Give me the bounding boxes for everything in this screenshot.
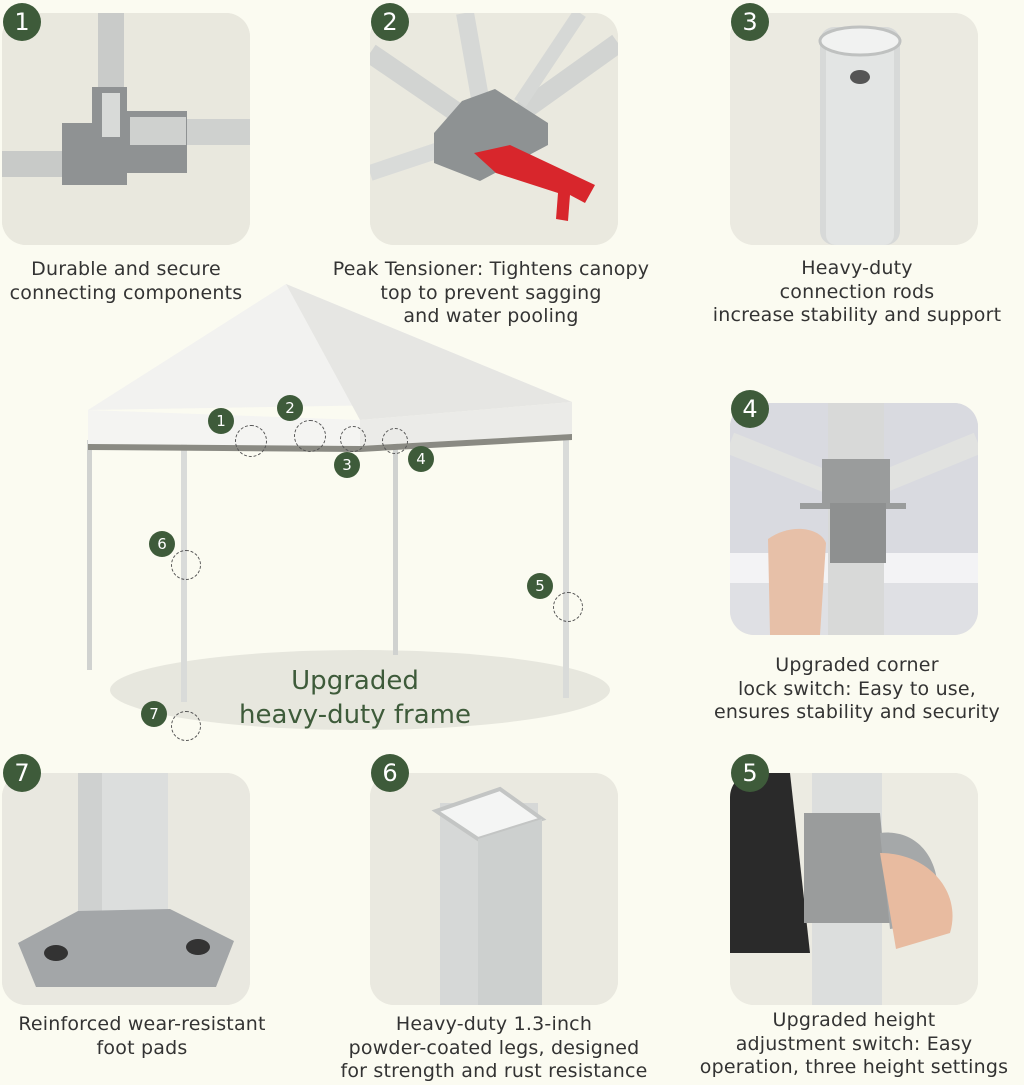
detail-photo-corner-lock	[730, 403, 978, 635]
hotspot-2[interactable]	[294, 420, 326, 452]
badge-7: 7	[3, 754, 41, 792]
detail-photo-height-switch	[730, 773, 978, 1005]
marker-5[interactable]: 5	[527, 573, 553, 599]
marker-3[interactable]: 3	[334, 452, 360, 478]
badge-5: 5	[731, 754, 769, 792]
hotspot-6[interactable]	[171, 550, 201, 580]
detail-photo-connectors	[2, 13, 250, 245]
caption-7: Reinforced wear-resistant foot pads	[18, 1013, 266, 1059]
marker-2[interactable]: 2	[277, 395, 303, 421]
detail-photo-foot-pad	[2, 773, 250, 1005]
hotspot-5[interactable]	[553, 592, 583, 622]
hotspot-3[interactable]	[340, 426, 366, 452]
canopy-illustration	[60, 280, 620, 740]
caption-1: Durable and secure connecting components	[9, 258, 243, 304]
caption-6: Heavy-duty 1.3-inch powder-coated legs, …	[340, 1013, 648, 1082]
hotspot-7[interactable]	[171, 711, 201, 741]
center-title: Upgraded heavy-duty frame	[238, 666, 472, 730]
detail-photo-leg-profile	[370, 773, 618, 1005]
badge-1: 1	[3, 3, 41, 41]
marker-4[interactable]: 4	[408, 446, 434, 472]
hotspot-1[interactable]	[235, 425, 267, 457]
marker-6[interactable]: 6	[149, 531, 175, 557]
caption-5: Upgraded height adjustment switch: Easy …	[699, 1009, 1009, 1078]
marker-1[interactable]: 1	[208, 408, 234, 434]
detail-photo-connection-rod	[730, 13, 978, 245]
detail-photo-peak-tensioner	[370, 13, 618, 245]
hotspot-4[interactable]	[382, 428, 408, 454]
badge-6: 6	[371, 754, 409, 792]
caption-2: Peak Tensioner: Tightens canopy top to p…	[332, 258, 650, 327]
marker-7[interactable]: 7	[141, 701, 167, 727]
badge-2: 2	[371, 3, 409, 41]
badge-4: 4	[731, 390, 769, 428]
caption-4: Upgraded corner lock switch: Easy to use…	[714, 654, 1000, 723]
badge-3: 3	[731, 3, 769, 41]
caption-3: Heavy-duty connection rods increase stab…	[712, 257, 1002, 326]
